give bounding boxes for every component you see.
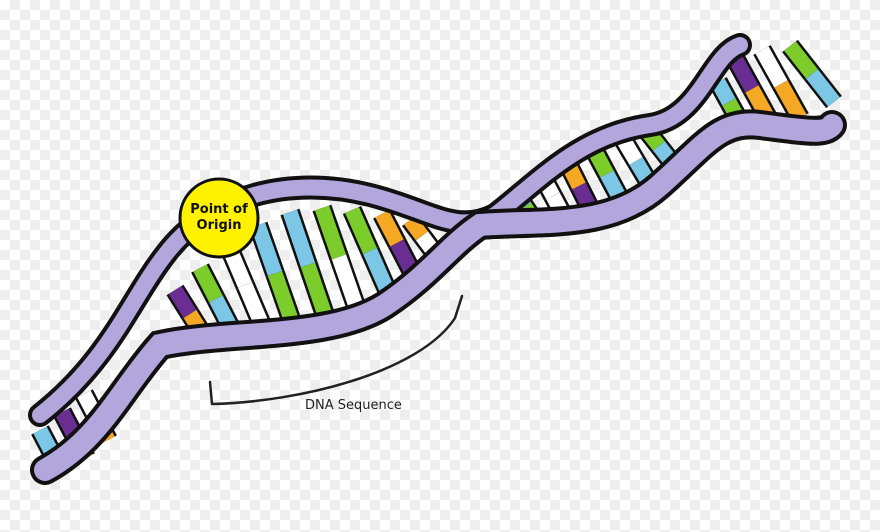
front-strand-outline [30,109,847,485]
base-pair-half [375,210,404,247]
base-pair-half [363,247,395,296]
base-pair-half [282,209,316,268]
base-pair-half [331,254,364,309]
base-pair-half [314,205,347,260]
base-pair-half [250,222,283,276]
base-pair-half [729,56,759,93]
point-of-origin-marker [178,177,260,259]
base-pair-half [784,41,818,79]
dna-sequence-bracket [208,294,464,406]
front-strand [34,113,843,481]
base-pair-half [755,46,788,88]
base-pair-half [168,286,197,318]
base-pair-half [267,271,300,325]
base-pair-half [55,408,81,439]
base-pair-half [33,426,58,455]
base-pair-half [711,78,736,106]
base-pair-half [193,264,223,303]
base-pair-half [345,206,377,255]
back-strand [32,37,748,423]
base-pair-half [238,282,269,328]
base-pair-half [390,239,419,276]
dna-sequence-label: DNA Sequence [305,398,402,413]
base-pair-half [300,262,334,321]
base-pair-half [806,69,840,107]
base-pair-half [774,80,807,122]
base-pair-half [404,215,428,241]
